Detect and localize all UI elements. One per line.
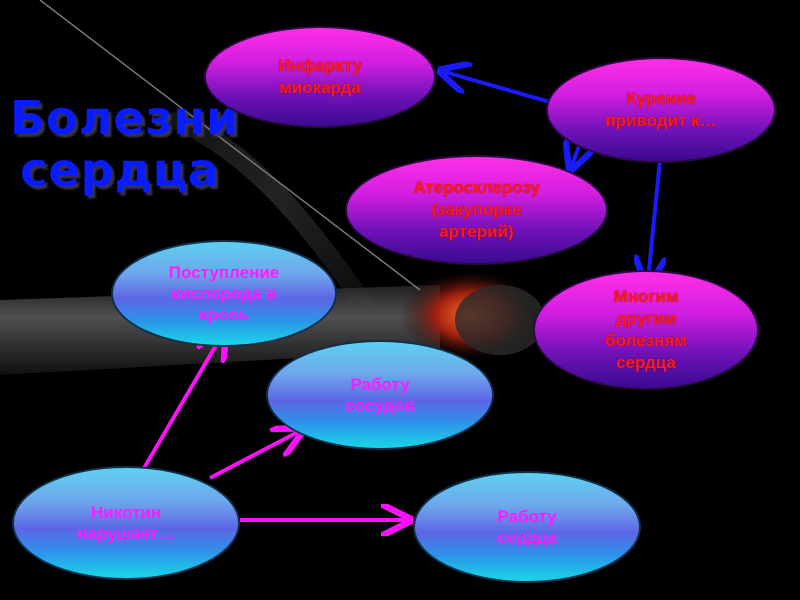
node-infarct: Инфаркту миокарда	[204, 26, 436, 128]
slide-title: Болезни сердца	[10, 91, 240, 197]
node-atherosclerosis: Атеросклерозу (закупорке артерий)	[345, 155, 608, 265]
node-vessels: Работу сосудов	[266, 340, 494, 450]
node-smoking: Курение приводит к…	[546, 57, 776, 163]
node-heart: Работу сердца	[413, 471, 641, 583]
node-nicotine: Никотин нарушает…	[12, 466, 240, 580]
node-oxygen: Поступление кислорода в кровь	[111, 240, 337, 347]
node-other-diseases: Многим другим болезням сердца	[533, 270, 759, 390]
